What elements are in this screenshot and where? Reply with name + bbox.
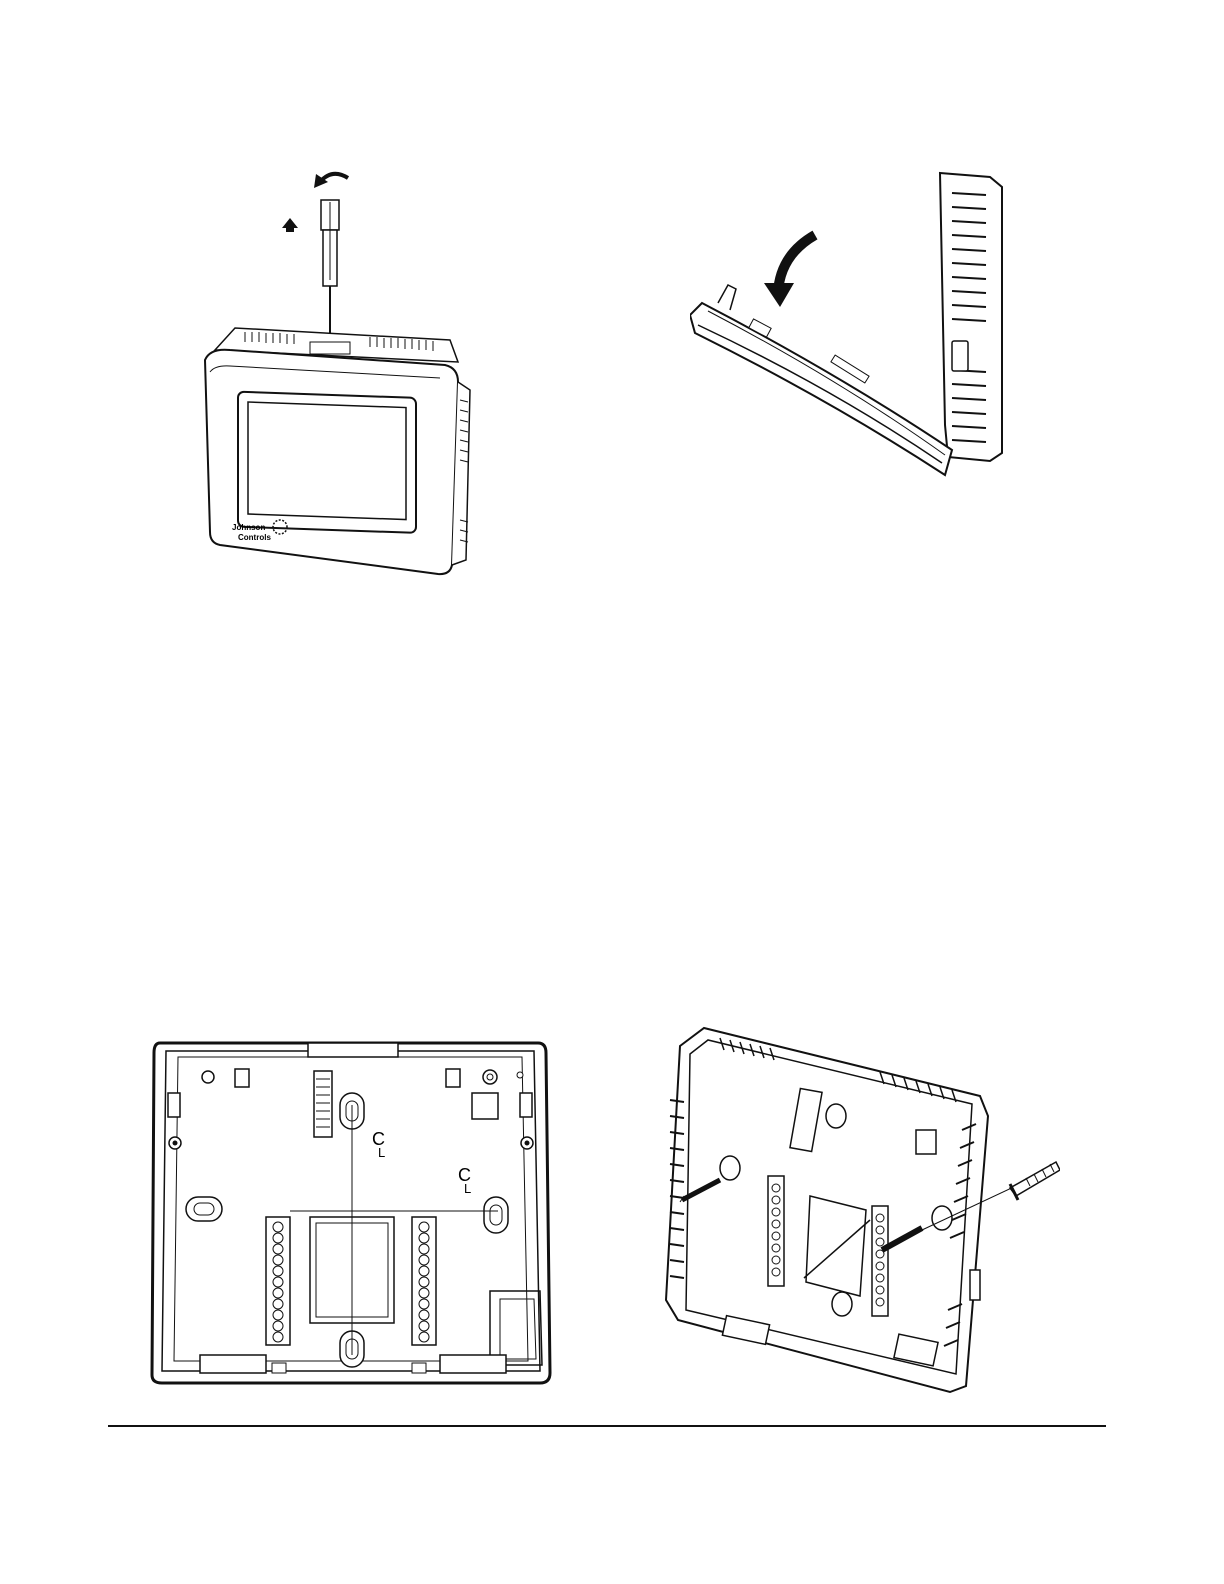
base-plate-figure: C L C L <box>150 1035 555 1390</box>
logo-line2: Controls <box>238 533 271 542</box>
thermostat-screwdriver-icon: Johnson Controls <box>190 160 490 580</box>
centerline-horizontal-l: L <box>464 1181 471 1196</box>
centerline-vertical-l: L <box>378 1145 385 1160</box>
terminal-block-left <box>266 1217 290 1345</box>
cover-rotation-figure <box>690 165 1030 485</box>
wall-anchor-icon <box>660 1020 1060 1395</box>
logo-line1: Johnson <box>232 523 265 532</box>
wall-anchor <box>1010 1162 1060 1200</box>
base-plate-anchor-figure <box>660 1020 1060 1395</box>
footer-rule <box>108 1425 1106 1427</box>
base-plate-icon: C L C L <box>150 1035 555 1390</box>
cover-rotation-icon <box>690 165 1030 485</box>
thermostat-screwdriver-figure: Johnson Controls <box>190 160 490 580</box>
terminal-block-right <box>412 1217 436 1345</box>
